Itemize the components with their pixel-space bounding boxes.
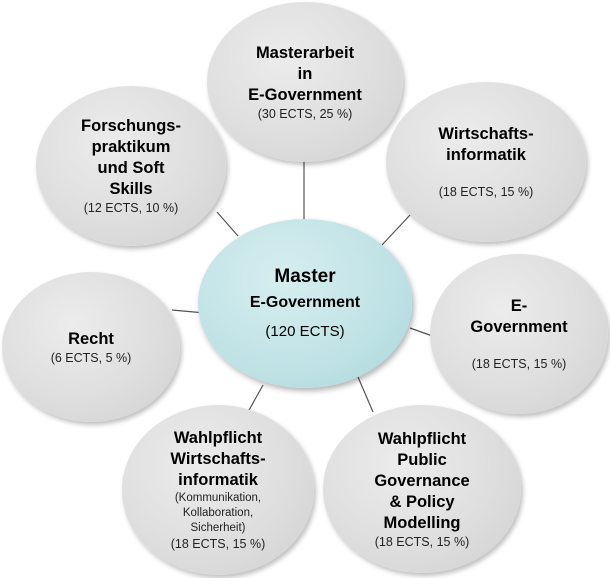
module-masterarbeit: Masterarbeit in E-Government (30 ECTS, 2… xyxy=(207,2,403,162)
connector-forschung xyxy=(216,211,239,237)
connector-wahlpflicht-public xyxy=(357,376,374,413)
module-recht-title: Recht xyxy=(68,329,114,348)
module-wahlpflicht-wi-detail-3: Sicherheit) xyxy=(190,522,246,534)
module-egovernment-title-1: E- xyxy=(510,297,528,315)
module-wahlpflicht-wi-detail-2: Kollaboration, xyxy=(182,507,254,519)
module-forschung-ects: (12 ECTS, 10 %) xyxy=(83,201,179,215)
module-wahlpflicht-public-title-5: Modelling xyxy=(383,513,461,532)
connector-wahlpflicht-wi xyxy=(247,384,264,413)
module-forschung-title-4: Skills xyxy=(109,180,153,198)
module-wahlpflicht-wi: Wahlpflicht Wirtschafts- informatik (Kom… xyxy=(122,405,314,575)
module-wahlpflicht-wi-title-3: informatik xyxy=(178,471,258,489)
module-masterarbeit-title-3: E-Government xyxy=(248,85,362,104)
module-masterarbeit-title-2: in xyxy=(297,64,313,83)
module-masterarbeit-title-1: Masterarbeit xyxy=(255,43,355,62)
module-forschung: Forschungs- praktikum und Soft Skills (1… xyxy=(36,86,226,246)
center-title: Master xyxy=(274,265,336,287)
module-forschung-title-2: praktikum xyxy=(91,138,171,156)
module-wahlpflicht-public-ects: (18 ECTS, 15 %) xyxy=(374,534,470,549)
module-forschung-title-1: Forschungs- xyxy=(81,117,181,135)
module-wirtschaftsinformatik-title-2: informatik xyxy=(446,146,526,164)
module-egovernment: E- Government (18 ECTS, 15 %) xyxy=(430,254,608,414)
module-wirtschaftsinformatik: Wirtschafts- informatik (18 ECTS, 15 %) xyxy=(386,82,586,242)
module-wahlpflicht-public-title-1: Wahlpflicht xyxy=(377,429,467,448)
module-wirtschaftsinformatik-title-1: Wirtschafts- xyxy=(438,125,534,143)
module-wahlpflicht-wi-ects: (18 ECTS, 15 %) xyxy=(170,537,266,551)
module-recht-ects: (6 ECTS, 5 %) xyxy=(50,350,132,365)
module-wahlpflicht-public-title-3: Governance xyxy=(374,471,470,490)
module-wahlpflicht-wi-title-2: Wirtschafts- xyxy=(170,450,266,468)
center-node: Master E-Government (120 ECTS) xyxy=(198,219,412,388)
module-wahlpflicht-public: Wahlpflicht Public Governance & Policy M… xyxy=(323,405,521,573)
connector-wirtschaftsinformatik xyxy=(381,214,411,246)
module-egovernment-ects: (18 ECTS, 15 %) xyxy=(471,357,567,371)
module-masterarbeit-ects: (30 ECTS, 25 %) xyxy=(257,106,353,121)
module-wahlpflicht-public-title-2: Public xyxy=(397,450,447,469)
module-egovernment-title-2: Government xyxy=(470,318,568,336)
module-wahlpflicht-public-title-4: & Policy xyxy=(389,492,455,511)
module-recht: Recht (6 ECTS, 5 %) xyxy=(2,272,180,422)
module-wirtschaftsinformatik-ects: (18 ECTS, 15 %) xyxy=(438,185,534,199)
center-ects: (120 ECTS) xyxy=(265,322,345,340)
center-subtitle: E-Government xyxy=(249,293,361,311)
module-wahlpflicht-wi-detail-1: (Kommunikation, xyxy=(174,492,262,504)
module-forschung-title-3: und Soft xyxy=(97,159,165,177)
module-wahlpflicht-wi-title-1: Wahlpflicht xyxy=(173,429,263,447)
